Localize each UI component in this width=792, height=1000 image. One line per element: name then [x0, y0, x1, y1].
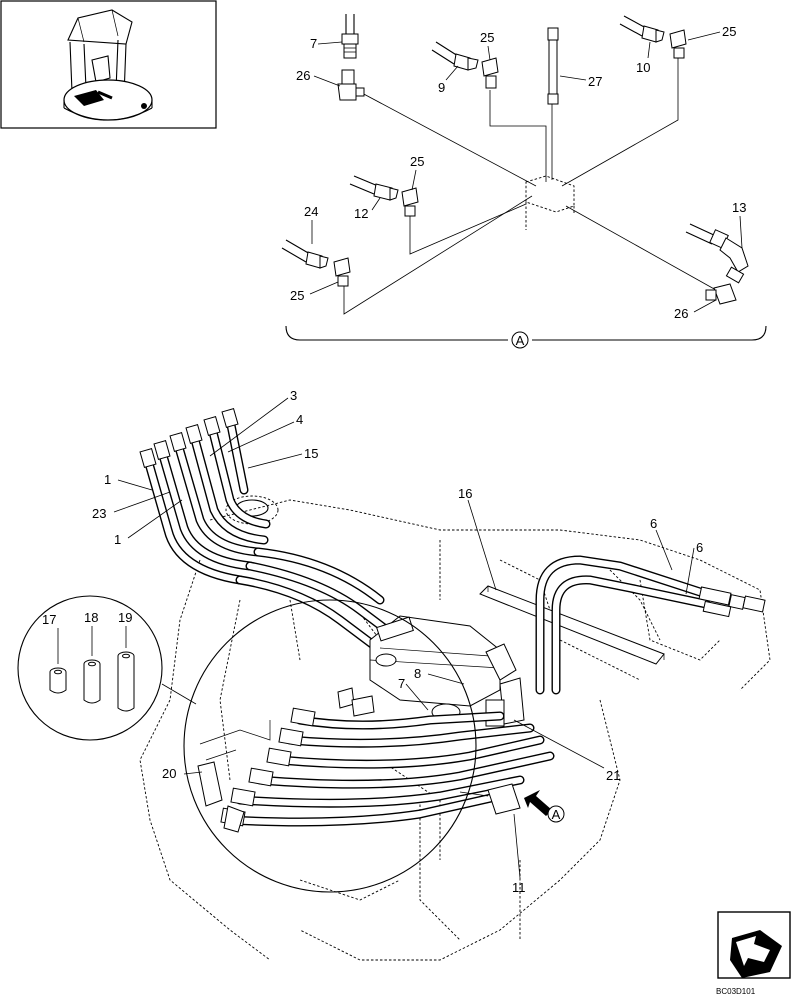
control-valve [369, 615, 525, 727]
hose-end-24 [281, 239, 329, 269]
callout-1-lower: 1 [114, 532, 121, 547]
callout-13: 13 [732, 200, 746, 215]
excavator-location-icon [0, 0, 217, 129]
callout-labels: 7 26 9 25 27 10 25 25 12 24 25 13 26 3 4… [42, 24, 746, 895]
reference-code: BC03D101 [716, 987, 756, 996]
hose-run-lower [197, 687, 555, 833]
callout-25-a: 25 [480, 30, 494, 45]
callout-27: 27 [588, 74, 602, 89]
hose-end-13 [685, 223, 749, 284]
callout-26-bottom: 26 [674, 306, 688, 321]
elbow-fitting-25 [669, 29, 687, 59]
elbow-fitting-25 [333, 257, 351, 287]
view-arrow-a: A [524, 790, 565, 823]
hose-6 [535, 555, 766, 695]
callout-26-top: 26 [296, 68, 310, 83]
hose-end-7 [341, 14, 359, 59]
callout-19: 19 [118, 610, 132, 625]
elbow-fitting-25 [401, 187, 419, 217]
callout-4: 4 [296, 412, 303, 427]
callout-18: 18 [84, 610, 98, 625]
magnified-view-circle [183, 599, 477, 893]
callout-11: 11 [512, 880, 526, 895]
hose-end-10 [619, 15, 665, 43]
main-assembly: A [17, 397, 771, 961]
callout-24: 24 [304, 204, 318, 219]
hose-end-12 [349, 175, 399, 201]
tube-27 [547, 27, 559, 105]
callout-25-d: 25 [290, 288, 304, 303]
hose-end-9 [431, 41, 479, 71]
detail-a-label: A [516, 333, 525, 348]
callout-16: 16 [458, 486, 472, 501]
callout-17: 17 [42, 612, 56, 627]
elbow-fitting-26 [337, 69, 365, 101]
view-arrow-label: A [552, 807, 561, 822]
callout-20: 20 [162, 766, 176, 781]
callout-7-top: 7 [310, 36, 317, 51]
callout-8: 8 [414, 666, 421, 681]
elbow-fitting-25 [481, 57, 499, 89]
callout-6-lower: 6 [696, 540, 703, 555]
callout-3: 3 [290, 388, 297, 403]
fitting-11 [459, 783, 521, 815]
callout-7-main: 7 [398, 676, 405, 691]
bar-16 [479, 585, 665, 665]
next-page-arrow-icon[interactable] [717, 911, 791, 979]
callout-25-c: 25 [410, 154, 424, 169]
elbow-fitting-26 [705, 283, 737, 305]
callout-10: 10 [636, 60, 650, 75]
callout-12: 12 [354, 206, 368, 221]
hose-run-to-valve [235, 547, 405, 655]
hose-bundle-upper [139, 408, 271, 585]
detail-a-fittings: A [281, 14, 767, 349]
spacer-detail [17, 595, 197, 741]
callout-21: 21 [606, 768, 620, 783]
callout-9: 9 [438, 80, 445, 95]
callout-1-upper: 1 [104, 472, 111, 487]
callout-25-b: 25 [722, 24, 736, 39]
callout-23: 23 [92, 506, 106, 521]
callout-15: 15 [304, 446, 318, 461]
callout-6-upper: 6 [650, 516, 657, 531]
